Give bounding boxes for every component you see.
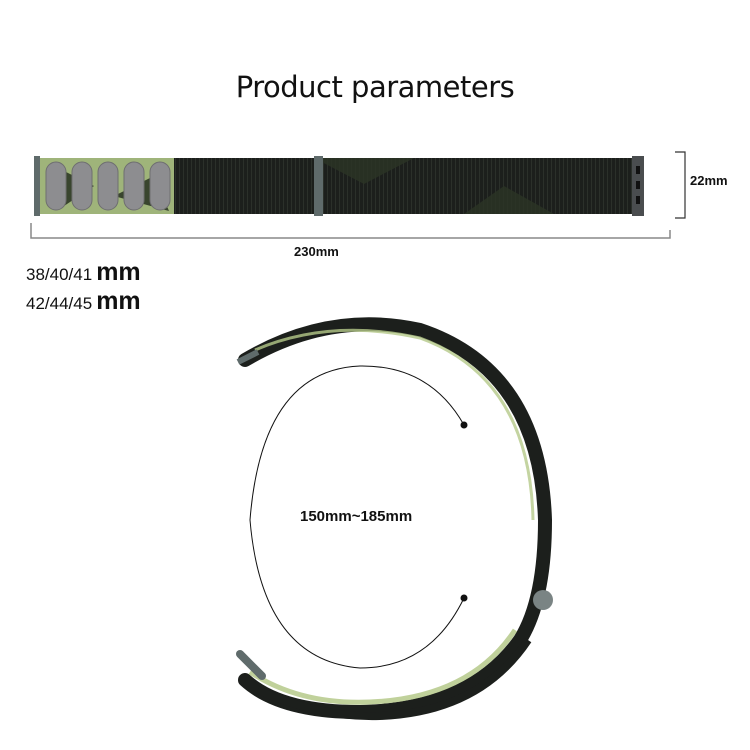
width-label: 22mm [690, 173, 728, 188]
watch-band-flat-image [34, 156, 644, 216]
dimension-lines [30, 151, 686, 239]
length-label: 230mm [294, 244, 339, 259]
page-title: Product parameters [235, 70, 515, 104]
circumference-label: 150mm~185mm [300, 508, 413, 525]
